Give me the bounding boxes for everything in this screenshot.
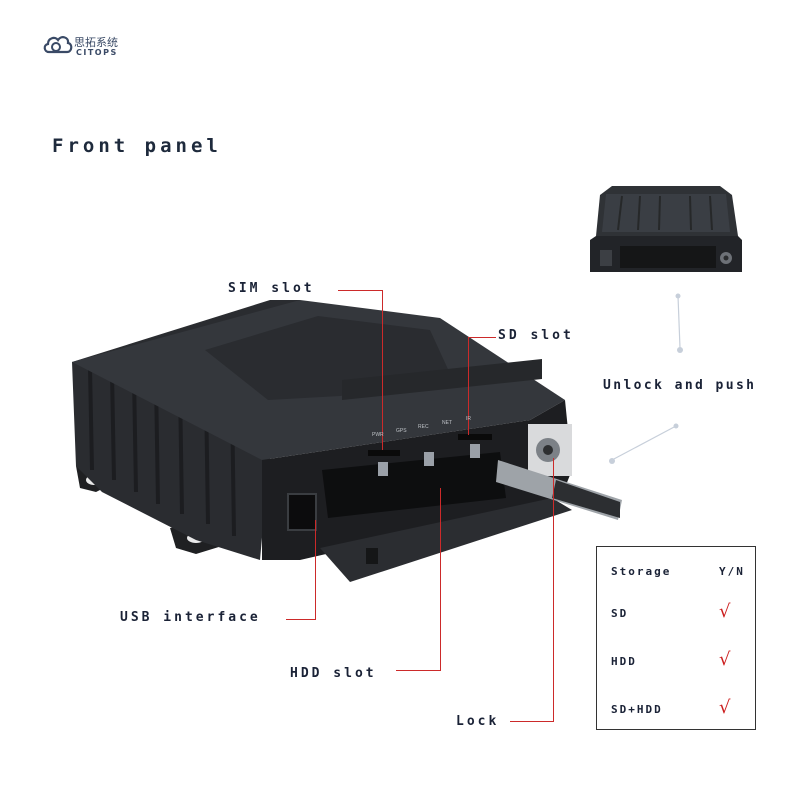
led-label: PWR (372, 432, 384, 438)
device-thumbnail (590, 186, 742, 272)
storage-name: HDD (611, 655, 637, 668)
hdd-slot-label: HDD slot (290, 666, 377, 681)
led-label: NET (442, 420, 452, 426)
sim-slot-leader-v (382, 290, 383, 450)
check-icon: √ (719, 649, 731, 670)
usb-leader-h (286, 619, 316, 620)
usb-interface-label: USB interface (120, 610, 261, 625)
usb-leader-v (315, 520, 316, 620)
led-label: IR (466, 416, 471, 422)
logo-chinese-text: 思拓系统 (74, 36, 118, 49)
led-label: REC (418, 424, 429, 430)
lock-leader-v (553, 458, 554, 722)
sd-slot-label: SD slot (498, 328, 574, 343)
cloud-logo-icon (43, 36, 73, 54)
header-storage: Storage (611, 565, 672, 578)
lock-label: Lock (456, 714, 500, 729)
storage-table: Storage Y/N SD √ HDD √ SD+HDD √ (596, 546, 756, 730)
storage-name: SD (611, 607, 629, 620)
citops-logo: 思拓系统 CITOPS (42, 32, 132, 62)
page-title: Front panel (52, 135, 222, 157)
hdd-leader-v (440, 488, 441, 671)
sim-slot-label: SIM slot (228, 281, 315, 296)
check-icon: √ (719, 697, 731, 718)
check-icon: √ (719, 601, 731, 622)
sd-slot-leader-v (468, 337, 469, 435)
sd-slot-leader-h (468, 337, 496, 338)
unlock-push-label: Unlock and push (603, 378, 757, 393)
device-main (72, 300, 622, 582)
led-label: GPS (396, 428, 407, 434)
lock-leader-h (510, 721, 554, 722)
storage-name: SD+HDD (611, 703, 663, 716)
logo-english-text: CITOPS (76, 48, 118, 57)
sim-slot-leader-h (338, 290, 382, 291)
header-yn: Y/N (719, 565, 745, 578)
hdd-leader-h (396, 670, 440, 671)
